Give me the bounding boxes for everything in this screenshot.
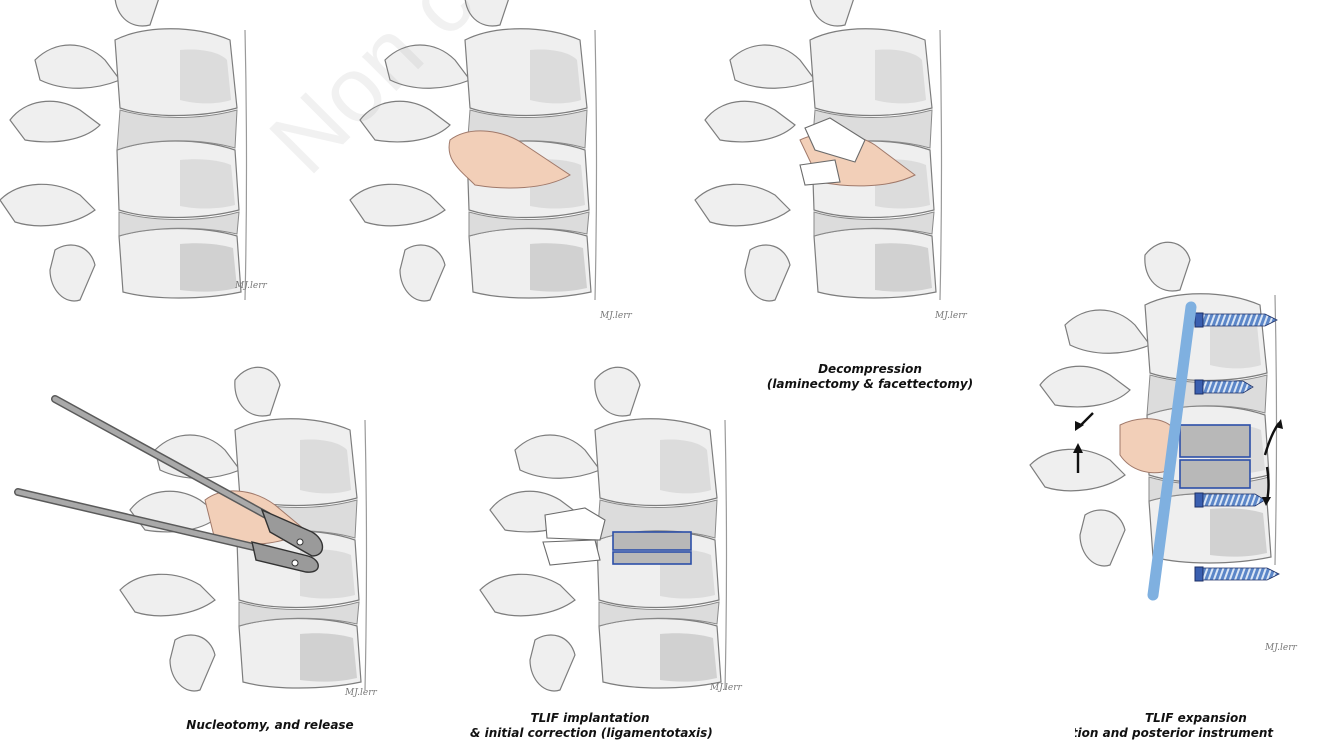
caption-decompression: Decompression (laminectomy & facettectom… (750, 362, 990, 392)
artist-signature: MJ.lerr (344, 688, 377, 698)
caption-line: (laminectomy & facettectomy) (750, 377, 990, 392)
artist-signature: MJ.lerr (1264, 643, 1297, 653)
artist-signature: MJ.lerr (709, 683, 742, 693)
caption-nucleotomy: Nucleotomy, and release (160, 718, 380, 733)
caption-line: Decompression (750, 362, 990, 377)
panel-initial: MJ.lerr (0, 0, 267, 301)
resected-facet (800, 160, 840, 185)
expanded-cage-lower (1180, 460, 1250, 488)
spine-illustration (1030, 242, 1277, 566)
panel-herniation: MJ.lerr (350, 0, 632, 321)
panel-decompression: MJ.lerr (695, 0, 967, 321)
caption-line: Nucleotomy, and release (160, 718, 380, 733)
spine-illustration (0, 0, 247, 301)
panel-nucleotomy: MJ.lerr (120, 367, 377, 698)
tlif-cage-upper (613, 532, 691, 550)
caption-line: TLIF implantation (470, 711, 710, 726)
caption-line: TLIF expansion (1075, 711, 1320, 726)
caption-tlif-implantation: TLIF implantation & initial correction (… (470, 711, 710, 741)
pedicle-screw (1195, 493, 1265, 507)
artist-signature: MJ.lerr (934, 311, 967, 321)
pedicle-screw (1195, 380, 1253, 394)
caption-line: & initial correction (ligamentotaxis) (470, 726, 710, 741)
artist-signature: MJ.lerr (599, 311, 632, 321)
resected-lamina (543, 540, 600, 565)
expanded-cage-upper (1180, 425, 1250, 457)
pedicle-screw (1195, 313, 1277, 327)
caption-line: & reposition and posterior instrument (1075, 726, 1320, 741)
caption-tlif-expansion: TLIF expansion & reposition and posterio… (1075, 711, 1320, 741)
pedicle-screw (1195, 567, 1279, 581)
artist-signature: MJ.lerr (234, 281, 267, 291)
tlif-cage-lower (613, 552, 691, 564)
panel-tlif-expansion: MJ.lerr (1030, 242, 1297, 653)
panel-tlif-implantation: MJ.lerr (480, 367, 742, 693)
